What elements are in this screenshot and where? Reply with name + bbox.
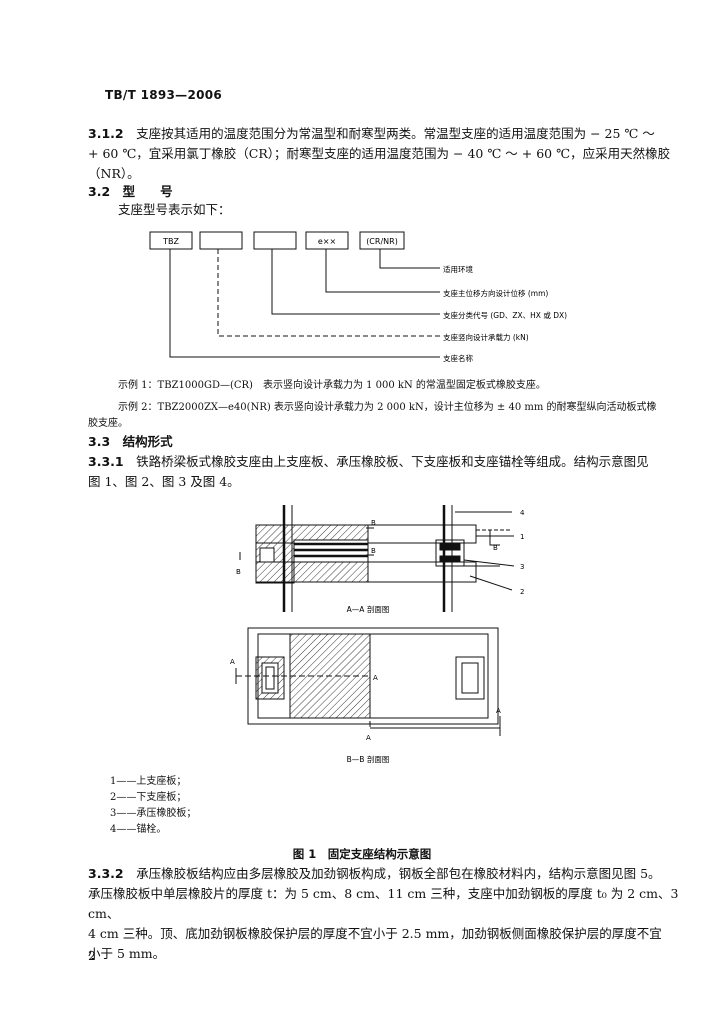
section-number: 3.2 (88, 184, 111, 199)
legend-item: 4——锚栓。 (110, 824, 167, 835)
example-2-continued: 胶支座。 (88, 418, 128, 429)
section-letter: B (236, 568, 241, 576)
model-box-text: (CR/NR) (366, 237, 398, 246)
section-number: 3.3.2 (88, 866, 124, 881)
section-3-3-heading: 3.3 结构形式 (88, 432, 173, 452)
figure-legend: 1——上支座板； 2——下支座板； 3——承压橡胶板； 4——锚栓。 (110, 774, 196, 838)
example-1: 示例 1：TBZ1000GD—(CR) 表示竖向设计承载力为 1 000 kN … (118, 380, 546, 391)
paragraph-line: 小于 5 mm。 (88, 946, 166, 961)
callout-label: 4 (520, 509, 525, 517)
model-label: 支座名称 (443, 353, 473, 363)
callout-label: 1 (520, 533, 524, 541)
paragraph-line: 图 1、图 2、图 3 及图 4。 (88, 474, 240, 489)
paragraph-line: 支座按其适用的温度范围分为常温型和耐寒型两类。常温型支座的适用温度范围为 − 2… (136, 126, 655, 141)
section-3-3-2: 3.3.2 承压橡胶板结构应由多层橡胶及加劲钢板构成，钢板全部包在橡胶材料内，结… (88, 864, 688, 964)
section-letter: B (371, 547, 376, 555)
section-3-3-1: 3.3.1 铁路桥梁板式橡胶支座由上支座板、承压橡胶板、下支座板和支座锚栓等组成… (88, 452, 688, 492)
section-bb-drawing (235, 627, 501, 736)
section-number: 3.1.2 (88, 126, 124, 141)
model-box-text: e×× (318, 237, 336, 246)
model-label: 支座竖向设计承载力 (kN) (443, 332, 529, 342)
callout-label: 2 (520, 588, 524, 596)
paragraph-line: 承压橡胶板结构应由多层橡胶及加劲钢板构成，钢板全部包在橡胶材料内，结构示意图见图… (136, 866, 661, 881)
section-aa-drawing (239, 505, 515, 612)
example-2: 示例 2：TBZ2000ZX—e40(NR) 表示竖向设计承载力为 2 000 … (118, 402, 657, 413)
legend-item: 1——上支座板； (110, 776, 187, 787)
callout-label: 3 (520, 563, 524, 571)
model-box-text: TBZ (162, 237, 179, 246)
paragraph-line: （NR）。 (88, 166, 140, 181)
section-title: 型 号 (122, 184, 173, 199)
paragraph-line: + 60 ℃，宜采用氯丁橡胶（CR）；耐寒型支座的适用温度范围为 − 40 ℃ … (88, 146, 671, 161)
model-label: 适用环境 (443, 264, 473, 274)
model-intro-text: 支座型号表示如下： (118, 202, 231, 217)
caption-aa: A—A 剖面图 (347, 604, 390, 614)
section-letter: A (366, 734, 371, 742)
section-number: 3.3.1 (88, 454, 124, 469)
legend-item: 2——下支座板； (110, 792, 187, 803)
section-title: 结构形式 (122, 434, 173, 449)
section-letter: A (230, 658, 235, 666)
legend-item: 3——承压橡胶板； (110, 808, 197, 819)
page-number: 2 (88, 948, 96, 963)
model-label: 支座主位移方向设计位移 (mm) (443, 288, 548, 298)
section-3-1-2: 3.1.2 支座按其适用的温度范围分为常温型和耐寒型两类。常温型支座的适用温度范… (88, 124, 688, 184)
caption-bb: B—B 剖面图 (347, 754, 390, 764)
figure-1-caption: 图 1 固定支座结构示意图 (292, 847, 432, 861)
section-letter: B (493, 544, 498, 552)
section-number: 3.3 (88, 434, 111, 449)
model-label: 支座分类代号 (GD、ZX、HX 或 DX) (443, 310, 567, 320)
section-letter: B (371, 519, 376, 527)
section-letter: A (496, 707, 501, 715)
paragraph-line: 承压橡胶板中单层橡胶片的厚度 t：为 5 cm、8 cm、11 cm 三种，支座… (88, 886, 679, 921)
section-letter: A (373, 674, 378, 682)
standard-code-header: TB/T 1893—2006 (105, 88, 223, 102)
section-3-2-heading: 3.2 型 号 (88, 182, 173, 202)
paragraph-line: 铁路桥梁板式橡胶支座由上支座板、承压橡胶板、下支座板和支座锚栓等组成。结构示意图… (136, 454, 649, 469)
paragraph-line: 4 cm 三种。顶、底加劲钢板橡胶保护层的厚度不宜小于 2.5 mm，加劲钢板侧… (88, 926, 662, 941)
